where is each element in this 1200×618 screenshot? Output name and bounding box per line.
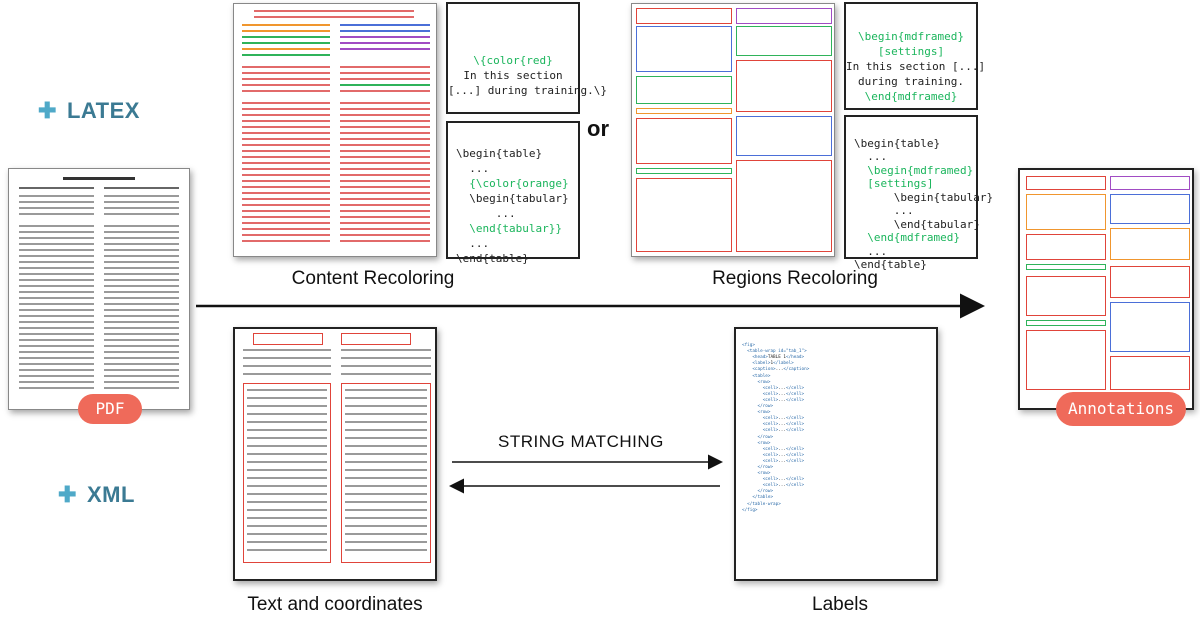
content-recoloring-caption: Content Recoloring <box>291 268 455 289</box>
code-line: \begin{tabular} <box>456 192 569 205</box>
code-color-red: \{color{red} In this section [...] during … <box>446 2 607 114</box>
pdf-pill: PDF <box>78 394 142 424</box>
code-line: In this section <box>463 69 563 82</box>
code-line: ... <box>854 150 888 163</box>
content-recolored-document <box>233 3 437 257</box>
latex-text: LATEX <box>66 98 140 123</box>
code-line: [...] during training.\} <box>448 84 607 97</box>
code-line: \begin{table} <box>456 147 543 160</box>
plus-icon: ✚ <box>58 482 77 507</box>
xml-label: ✚ XML <box>58 482 135 508</box>
xml-text: XML <box>86 482 135 507</box>
code-line: \begin{tabular} <box>854 190 994 204</box>
string-matching-label: STRING MATCHING <box>498 432 664 451</box>
code-line: during training. <box>858 75 964 88</box>
code-line: \{color{red} <box>473 54 553 67</box>
code-line: \begin{mdframed} <box>858 30 964 43</box>
code-line: \end{tabular} <box>854 217 980 231</box>
code-line: In this section [...] <box>846 60 986 73</box>
pdf-pill-text: PDF <box>95 399 125 418</box>
code-line: ... <box>456 162 490 175</box>
code-line: \begin{table} <box>854 136 941 150</box>
code-line: \end{table} <box>854 258 927 271</box>
regions-recolored-document <box>631 3 835 257</box>
text-and-coordinates-caption: Text and coordinates <box>247 594 423 615</box>
code-line: ... <box>456 207 516 220</box>
annotations-pill-text: Annotations <box>1068 399 1174 418</box>
code-line: \end{tabular}} <box>456 222 562 235</box>
labels-xml-document: <fig> <table-wrap id="tab_1"> <head>TABL… <box>734 327 938 581</box>
code-line: ... <box>854 204 914 217</box>
code-mdframed-table: \begin{table} ... \begin{mdframed} [sett… <box>844 115 994 271</box>
code-line: \end{table} <box>456 252 529 265</box>
code-color-orange: \begin{table} ... {\color{orange} \begin… <box>446 121 580 265</box>
code-line: {\color{orange} <box>456 177 569 190</box>
code-line: \begin{mdframed} <box>854 163 974 177</box>
annotations-pill: Annotations <box>1056 392 1186 426</box>
code-mdframed-settings: \begin{mdframed} [settings] In this sectio… <box>844 2 986 110</box>
code-line: ... <box>854 244 888 258</box>
code-line: ... <box>456 237 490 250</box>
plus-icon: ✚ <box>38 98 57 123</box>
labels-caption: Labels <box>812 594 868 615</box>
code-line: [settings] <box>854 177 934 190</box>
code-line: \end{mdframed} <box>864 90 958 103</box>
annotations-page <box>1018 168 1194 410</box>
text-coordinates-document <box>233 327 437 581</box>
or-label: or <box>587 116 609 141</box>
latex-label: ✚ LATEX <box>38 98 140 124</box>
code-line: [settings] <box>877 45 945 58</box>
pdf-source-document <box>8 168 190 410</box>
regions-recoloring-caption: Regions Recoloring <box>712 268 878 289</box>
code-line: \end{mdframed} <box>854 231 960 244</box>
